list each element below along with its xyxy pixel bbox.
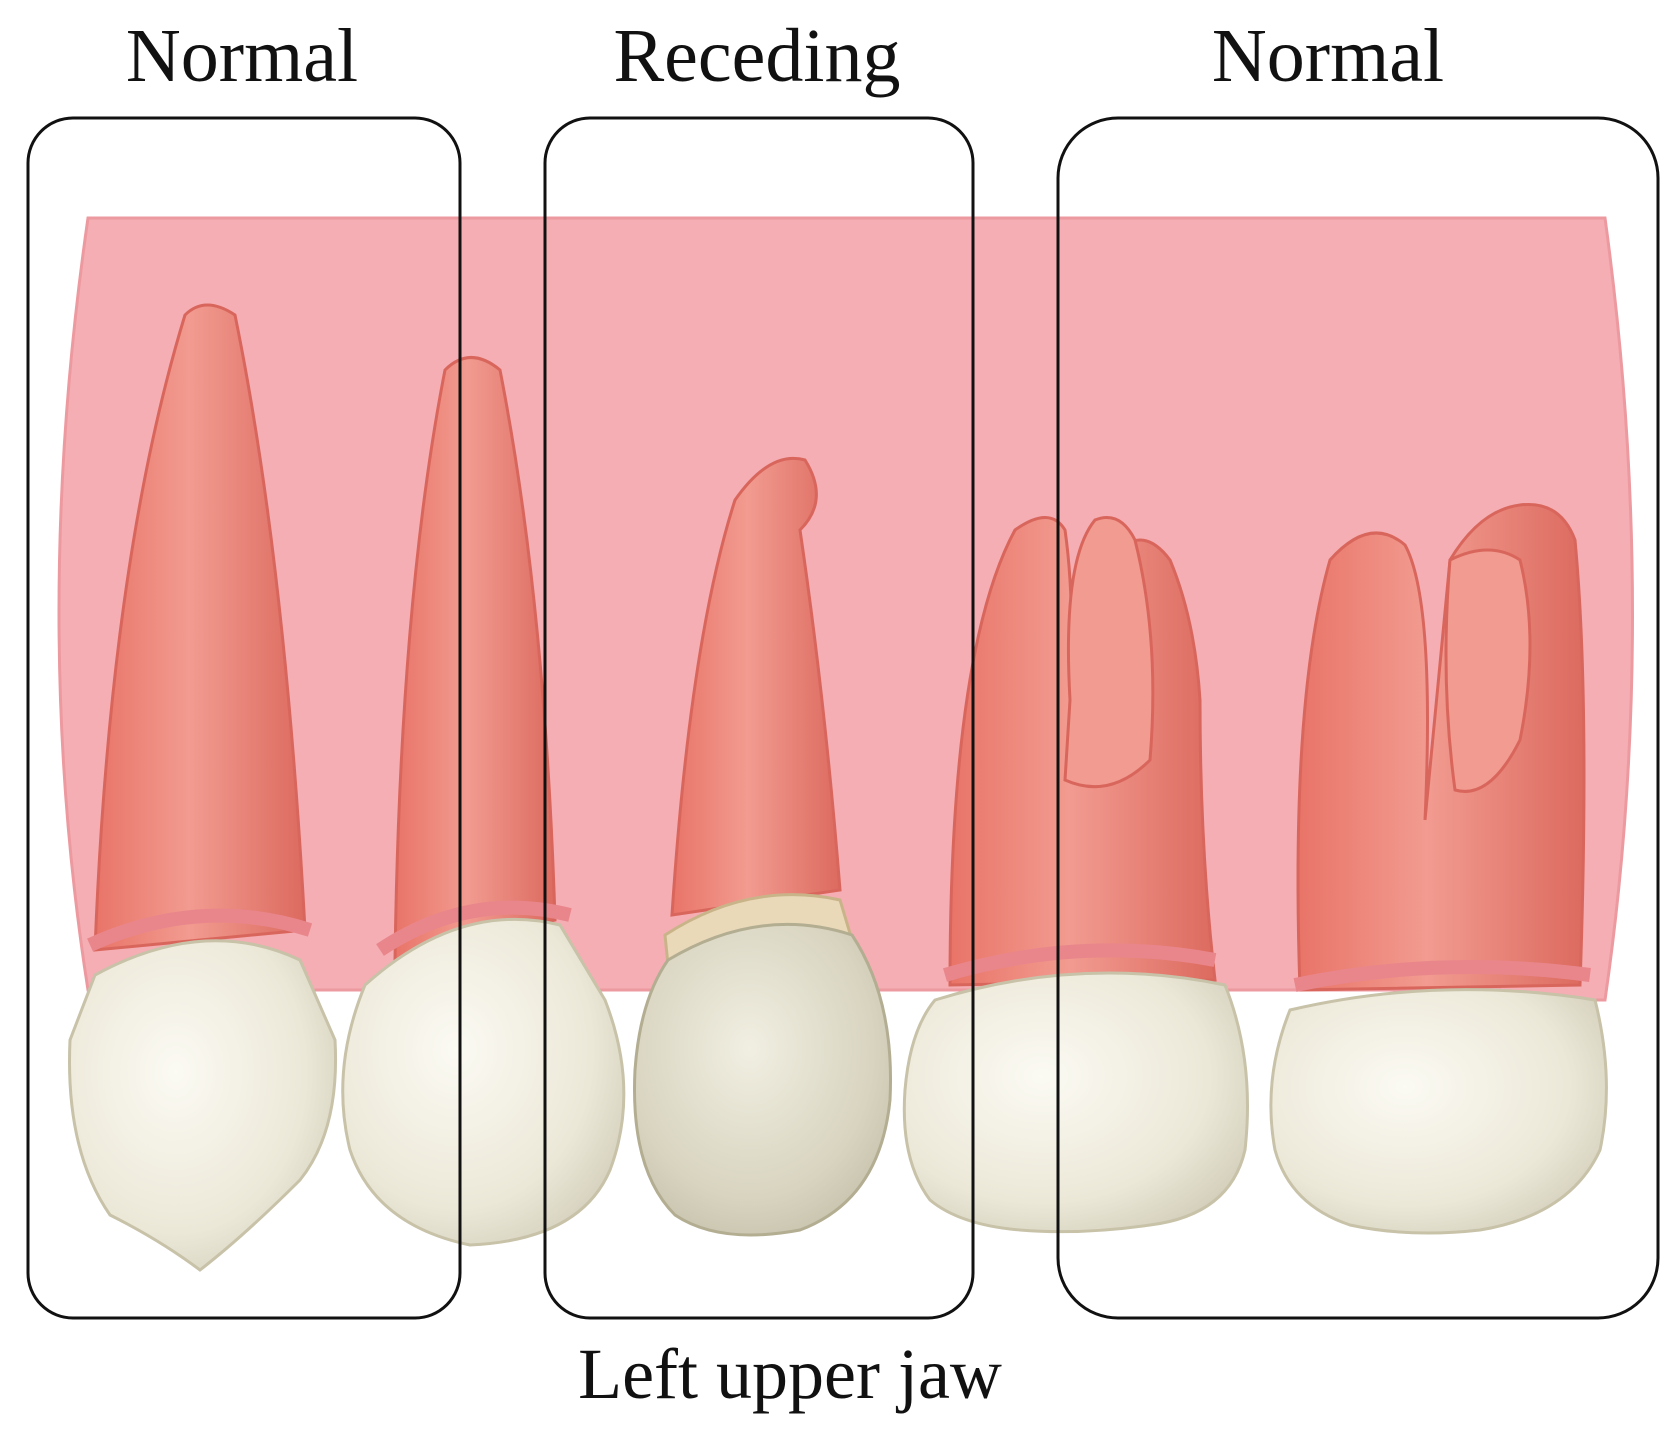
caption-left-upper-jaw: Left upper jaw	[578, 1334, 1002, 1414]
second-molar-gum-line	[1293, 960, 1591, 992]
second-molar-root-front	[1444, 548, 1532, 793]
first-molar-crown	[902, 971, 1249, 1234]
canine-tooth	[68, 303, 338, 1272]
second-molar-crown	[1269, 988, 1608, 1235]
canine-crown	[68, 939, 338, 1272]
receding-premolar-crown	[633, 922, 892, 1237]
label-normal-left: Normal	[125, 14, 359, 98]
normal-right-frame	[1056, 116, 1660, 1320]
canine-root-gum-line	[87, 908, 313, 952]
label-receding: Receding	[613, 14, 901, 98]
first-molar-root-front	[1063, 516, 1155, 789]
canine-root	[93, 303, 307, 952]
first-premolar-crown	[341, 917, 626, 1247]
receding-premolar-root	[670, 456, 842, 917]
first-molar-gum-line	[943, 943, 1217, 982]
first-premolar-root	[393, 356, 557, 962]
first-molar-tooth	[902, 516, 1249, 1234]
second-molar-tooth	[1269, 502, 1608, 1235]
receding-premolar-tooth	[633, 456, 892, 1237]
label-normal-right: Normal	[1211, 14, 1445, 98]
receding-frame	[543, 116, 975, 1320]
normal-left-frame	[26, 116, 462, 1320]
